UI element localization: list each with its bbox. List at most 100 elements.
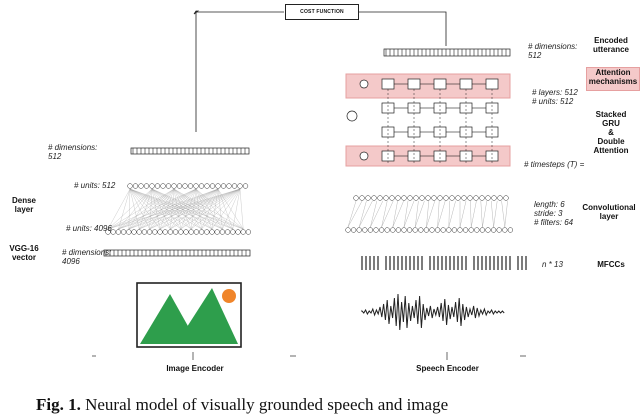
- connection: [480, 200, 483, 228]
- neuron: [214, 229, 220, 235]
- caption-text: Neural model of visually grounded speech…: [85, 395, 449, 414]
- neuron: [237, 183, 243, 189]
- connection: [129, 188, 192, 230]
- neuron: [434, 227, 441, 233]
- mfcc-frames: [361, 256, 527, 270]
- connection: [201, 188, 241, 230]
- connection: [118, 188, 153, 230]
- stacked-gru-label: Stacked GRU & Double Attention: [584, 110, 638, 155]
- vgg-dims-annotation: # dimensions: 4096: [62, 248, 111, 266]
- cost-function-box: COST FUNCTION: [285, 4, 359, 20]
- connection: [173, 188, 192, 230]
- neuron: [395, 195, 401, 201]
- neuron: [371, 195, 377, 201]
- connection: [191, 188, 197, 230]
- connection: [370, 200, 377, 228]
- connection: [170, 188, 241, 230]
- neuron: [356, 227, 362, 233]
- label-line: Attention: [595, 68, 631, 77]
- mfcc-dims-annotation: n * 13: [542, 260, 563, 269]
- neuron: [491, 195, 497, 201]
- speech-encoder-label: Speech Encoder: [416, 364, 479, 373]
- neuron: [437, 195, 443, 201]
- gru-cell: [433, 102, 447, 114]
- connection: [180, 188, 241, 230]
- label-line: Convolutional: [582, 203, 636, 212]
- neuron: [467, 195, 473, 201]
- attention-node: [359, 151, 369, 161]
- label-line: GRU: [602, 119, 620, 128]
- connection: [381, 200, 388, 228]
- bar-outline: [103, 249, 251, 257]
- connection: [151, 188, 161, 230]
- connection: [129, 188, 161, 230]
- neuron: [353, 195, 359, 201]
- bar-outline: [383, 48, 511, 57]
- connection: [239, 188, 244, 230]
- neuron: [215, 183, 221, 189]
- neuron: [204, 183, 210, 189]
- image-embedding-vector: [130, 147, 250, 155]
- connection: [217, 188, 223, 230]
- bar-outline: [130, 147, 250, 155]
- gru-cell: [381, 102, 395, 114]
- gru-cell: [407, 126, 421, 138]
- connection: [170, 188, 197, 230]
- connection: [151, 188, 213, 230]
- connection: [195, 188, 233, 230]
- neuron: [490, 227, 497, 233]
- connection: [170, 188, 219, 230]
- label-line: utterance: [592, 45, 629, 54]
- neuron: [178, 229, 184, 235]
- connection: [107, 188, 131, 230]
- label-line: mechanisms: [588, 77, 638, 86]
- annotation-line: # filters: 64: [534, 218, 574, 227]
- gru-cell: [459, 102, 473, 114]
- neuron: [451, 227, 458, 233]
- connection: [107, 188, 175, 230]
- neuron: [209, 229, 215, 235]
- connection: [118, 188, 241, 230]
- label-line: vector: [11, 253, 36, 262]
- connection: [129, 188, 171, 230]
- connection: [403, 200, 409, 228]
- neuron: [378, 227, 385, 233]
- connection: [232, 188, 241, 230]
- connection: [139, 188, 153, 230]
- connection: [129, 188, 213, 230]
- encoded-dims-annotation: # dimensions: 512: [528, 42, 577, 60]
- neuron: [193, 183, 199, 189]
- neuron: [503, 195, 509, 201]
- neuron: [235, 229, 241, 235]
- connection: [159, 188, 175, 230]
- connection: [211, 188, 219, 230]
- connection: [392, 200, 404, 228]
- connection: [151, 188, 181, 230]
- timesteps-annotation: # timesteps (T) =: [524, 160, 585, 169]
- label-line: Double: [597, 137, 625, 146]
- connection: [359, 200, 367, 228]
- connection: [118, 188, 131, 230]
- label-line: &: [608, 128, 614, 137]
- mountain-right: [176, 288, 238, 344]
- network-graphics: [105, 78, 514, 235]
- gru-cell: [433, 150, 447, 162]
- neuron: [359, 195, 365, 201]
- connection: [415, 200, 425, 228]
- neuron: [474, 227, 480, 233]
- gru-cell: [381, 126, 395, 138]
- connection: [151, 188, 233, 230]
- neuron: [182, 183, 188, 189]
- neuron: [171, 183, 177, 189]
- neuron: [219, 229, 226, 235]
- neuron: [412, 227, 418, 233]
- neuron: [365, 195, 371, 201]
- neuron: [497, 195, 503, 201]
- neuron: [390, 227, 396, 233]
- neuron: [120, 229, 127, 235]
- connection: [139, 188, 197, 230]
- diagram: COST FUNCTION Encoded utterance Attentio…: [9, 4, 640, 414]
- connection: [128, 188, 153, 230]
- connection: [415, 200, 419, 228]
- connection: [211, 188, 241, 230]
